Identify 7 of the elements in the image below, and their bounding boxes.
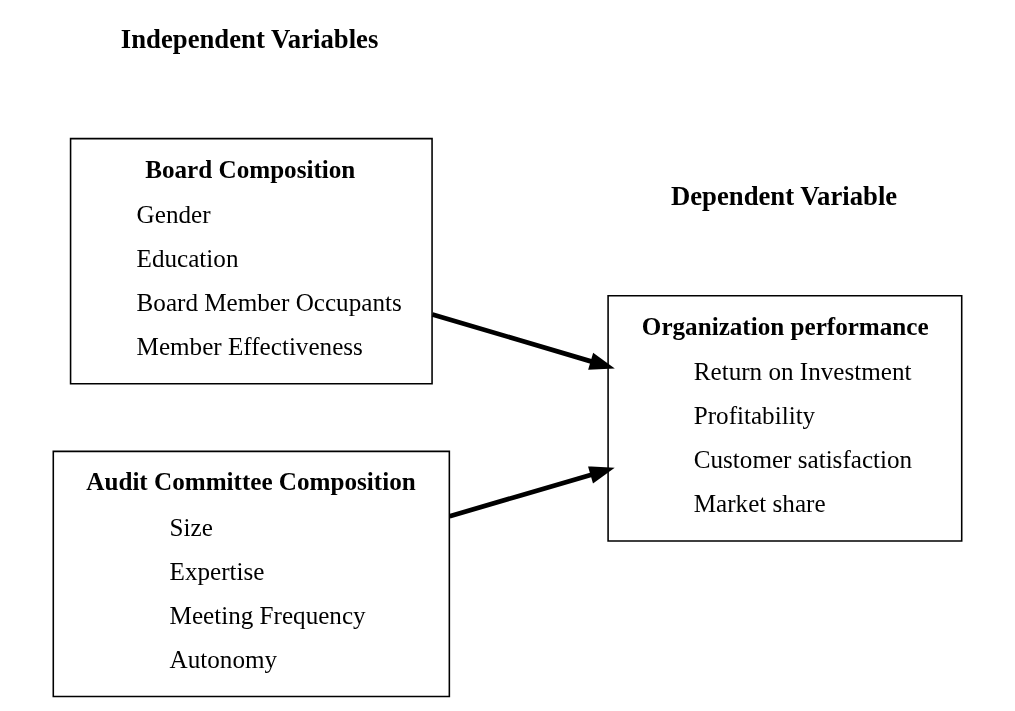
arrow (449, 466, 615, 519)
node-box: Audit Committee Composition Size Expertise Meeting Frequency Autonomy (52, 450, 451, 698)
node-box: Board Composition Gender Education Board Member Occupants Member Effectiveness (69, 137, 433, 385)
arrow (431, 312, 615, 370)
node-box: Organization performance Return on Investment Profitability Customer satisfaction Market share (607, 295, 963, 542)
label: Dependent Variable (670, 180, 898, 211)
label: Independent Variables (120, 23, 379, 54)
